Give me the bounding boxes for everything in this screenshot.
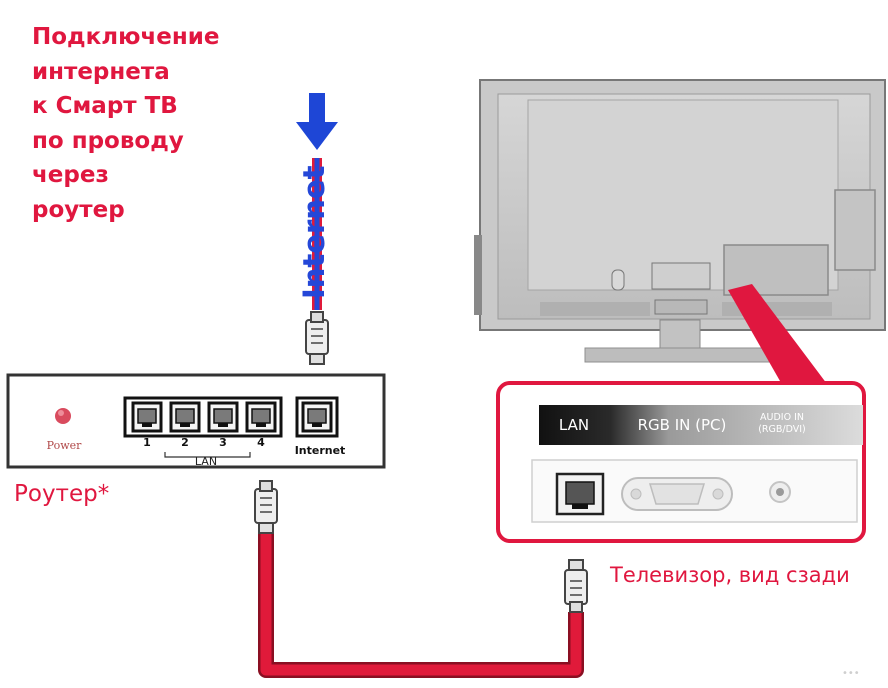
ethernet-port-icon <box>131 401 163 433</box>
power-led-icon <box>55 408 71 424</box>
tv-caption: Телевизор, вид сзади <box>610 563 850 587</box>
panel-rgb-label: RGB IN (PC) <box>637 416 727 434</box>
ethernet-port-icon <box>169 401 201 433</box>
title-line: через <box>32 162 109 188</box>
router-caption: Роутер* <box>14 481 110 507</box>
title-line: по проводу <box>32 127 184 154</box>
ethernet-port-icon <box>245 401 277 433</box>
audio-jack-icon <box>769 481 791 503</box>
internet-cable-label: Internet <box>297 165 331 299</box>
panel-audio-label: AUDIO IN (RGB/DVI) <box>742 412 822 436</box>
lan-port-number: 1 <box>143 436 151 449</box>
lan-cable <box>258 530 584 678</box>
internet-port-label: Internet <box>294 444 346 457</box>
lan-port-number: 2 <box>181 436 189 449</box>
ethernet-port-icon <box>301 401 333 433</box>
rj45-plug-icon <box>305 311 329 365</box>
diagram-title: Подключение интернета к Смарт ТВ по пров… <box>32 20 262 227</box>
callout-pointer <box>728 284 830 388</box>
ethernet-port-icon <box>555 472 605 516</box>
rj45-plug-icon <box>254 480 278 534</box>
lan-port-number: 4 <box>257 436 265 449</box>
panel-lan-label: LAN <box>558 416 590 434</box>
panel-audio-line: (RGB/DVI) <box>758 424 806 435</box>
power-label: Power <box>46 439 82 452</box>
title-line: Подключение <box>32 24 220 50</box>
internet-cable <box>312 158 322 310</box>
title-line: роутер <box>32 196 125 223</box>
title-line: к Смарт ТВ <box>32 93 178 119</box>
corner-watermark: ••• <box>842 668 860 679</box>
vga-port-icon <box>621 477 733 511</box>
title-line: интернета <box>32 58 170 85</box>
tv-back <box>474 79 886 363</box>
lan-group-label: LAN <box>194 455 218 468</box>
panel-audio-line: AUDIO IN <box>760 412 804 423</box>
ethernet-port-icon <box>207 401 239 433</box>
arrow-down-icon <box>296 93 338 150</box>
rj45-plug-icon <box>564 559 588 613</box>
lan-port-number: 3 <box>219 436 227 449</box>
lan-bracket <box>164 452 251 458</box>
